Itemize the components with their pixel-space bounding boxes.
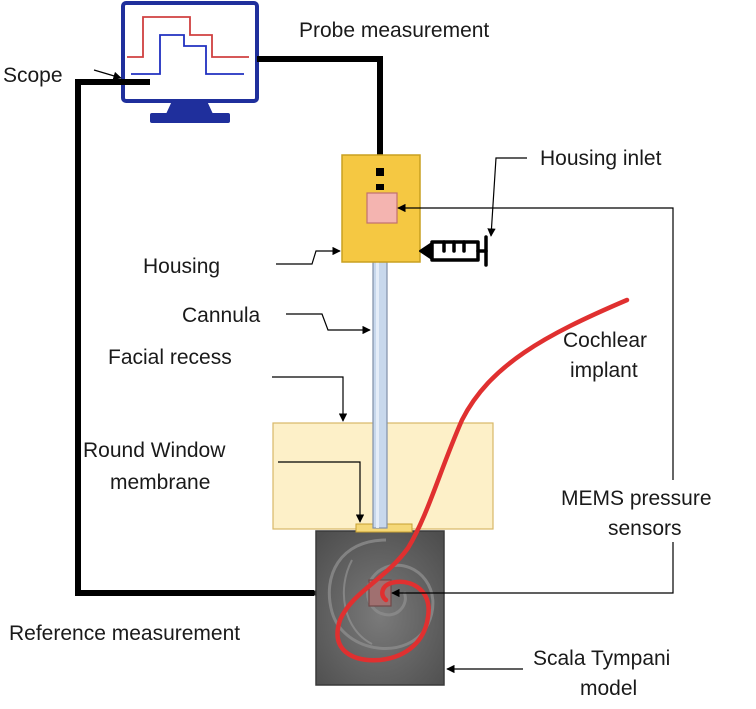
round-window-arrow [278,461,365,523]
label-round-window-line2: membrane [110,471,210,494]
label-scope: Scope [3,64,63,87]
housing-arrow [276,246,341,265]
reference-cable [75,79,314,596]
label-round-window-line1: Round Window [83,439,226,462]
monitor-stand [166,101,213,114]
mems-line-reference [391,542,674,598]
facial-recess-arrow [272,376,348,422]
label-cannula: Cannula [182,304,261,327]
label-cochlear-implant-line1: Cochlear [563,329,647,352]
label-housing: Housing [143,255,220,278]
syringe-icon [419,235,488,267]
label-probe-measurement: Probe measurement [299,19,489,42]
scope-arrow [93,69,122,80]
cochlear-implant-electrode [335,297,630,663]
probe-pressure-sensor [366,192,398,224]
label-scala-tympani-line1: Scala Tympani [533,647,670,670]
scope-monitor-icon [121,1,259,123]
cannula-tube [372,261,388,529]
scope-trace-red [127,16,249,58]
label-scala-tympani-line2: model [580,677,637,700]
cannula-arrow [286,313,371,335]
monitor-base [150,113,230,123]
scope-trace-blue [131,34,244,75]
label-reference-measurement: Reference measurement [9,622,240,645]
label-facial-recess: Facial recess [108,346,232,369]
label-mems-line1: MEMS pressure [561,487,712,510]
housing-inlet-arrow [487,157,527,237]
label-housing-inlet: Housing inlet [540,147,662,170]
probe-cable [257,56,383,157]
label-cochlear-implant-line2: implant [570,359,638,382]
mems-line-housing [397,203,674,480]
label-mems-line2: sensors [608,517,682,540]
